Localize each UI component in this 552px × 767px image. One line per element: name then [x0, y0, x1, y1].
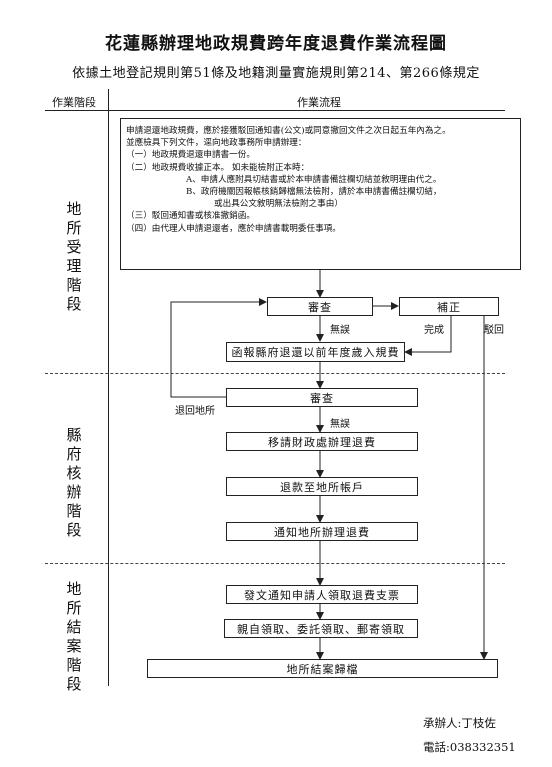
- stage-column-divider: [108, 89, 109, 686]
- note-line: 並應檢具下列文件，逕向地政事務所申請辦理：: [126, 138, 307, 149]
- stage-divider-2: [45, 563, 505, 564]
- arrow-return-to-office: [170, 298, 267, 398]
- note-line: 或出具公文敘明無法檢附之事由）: [214, 199, 343, 210]
- note-line: 申請退還地政規費，應於接獲駁回通知書(公文)或同意撤回文件之次日起五年內為之。: [126, 126, 451, 136]
- review-box-office: 審查: [267, 297, 373, 316]
- transfer-finance-box: 移請財政處辦理退費: [226, 432, 418, 451]
- header-divider: [45, 110, 505, 111]
- label-no-error-2: 無誤: [330, 419, 350, 430]
- stage-label-acceptance: 地所受理階段: [66, 200, 82, 313]
- report-to-county-box: 函報縣府退還以前年度歲入規費: [226, 342, 405, 362]
- issue-notice-box: 發文通知申請人領取退費支票: [226, 585, 418, 604]
- application-requirements-note: 申請退還地政規費，應於接獲駁回通知書(公文)或同意撤回文件之次日起五年內為之。 …: [120, 118, 521, 270]
- refund-to-account-box: 退款至地所帳戶: [226, 477, 418, 496]
- note-line: B、政府機關因報帳核銷歸檔無法檢附，請於本申請書備註欄切結，: [186, 187, 442, 198]
- note-line: （三）駁回通知書或核准撤銷函。: [126, 211, 255, 222]
- archive-box: 地所結案歸檔: [147, 659, 498, 678]
- stage-divider-1: [45, 373, 505, 374]
- contact-phone: 電話:038332351: [423, 740, 516, 754]
- note-line: A、申請人應附具切結書或於本申請書備註欄切結並敘明理由代之。: [186, 174, 442, 185]
- stage-label-county-review: 縣府核辦階段: [66, 426, 82, 539]
- page-subtitle: 依據土地登記規則第51條及地籍測量實施規則第214、第266條規定: [72, 66, 480, 81]
- stage-column-header: 作業階段: [52, 96, 96, 109]
- stage-label-closing: 地所結案階段: [66, 580, 82, 693]
- note-line: （二）地政規費收據正本。 如未能檢附正本時：: [126, 162, 310, 173]
- note-line: （一）地政規費退還申請書一份。: [126, 150, 255, 161]
- arrow-correct-to-report: [404, 315, 452, 356]
- review-box-county: 審查: [226, 388, 418, 407]
- label-return-office: 退回地所: [175, 406, 215, 417]
- flow-column-header: 作業流程: [297, 96, 341, 109]
- label-rejected: 駁回: [484, 325, 504, 336]
- correction-box: 補正: [399, 297, 499, 316]
- notify-office-box: 通知地所辦理退費: [226, 522, 418, 541]
- label-no-error-1: 無誤: [330, 325, 350, 336]
- label-done: 完成: [424, 325, 444, 336]
- page-title: 花蓮縣辦理地政規費跨年度退費作業流程圖: [105, 34, 447, 54]
- collection-methods-box: 親自領取、委託領取、郵寄領取: [224, 619, 418, 638]
- handler-name: 承辦人:丁枝佐: [423, 716, 496, 730]
- note-line: （四）由代理人申請退還者，應於申請書載明委任事項。: [126, 223, 341, 234]
